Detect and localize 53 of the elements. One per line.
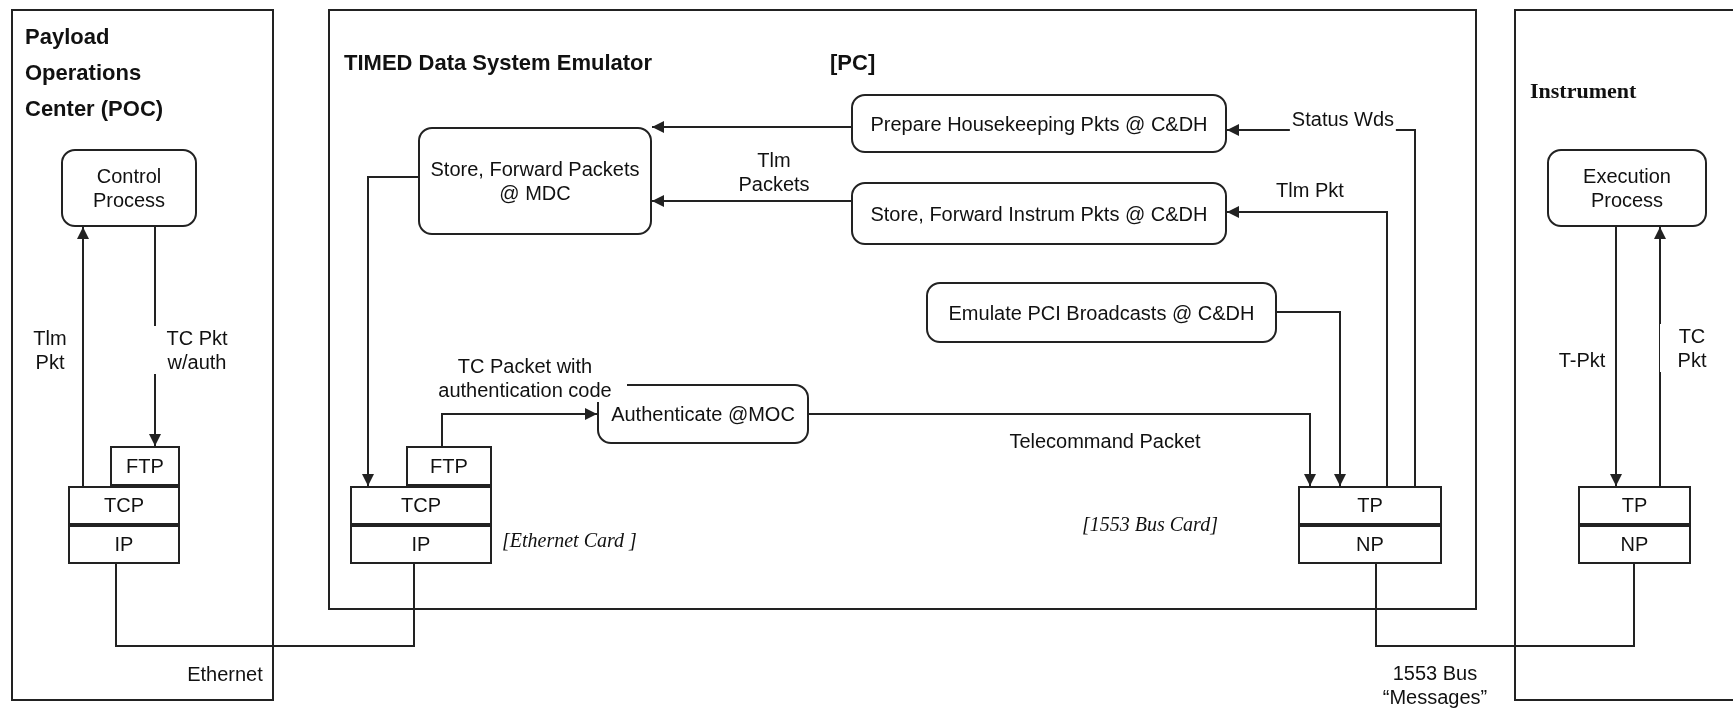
heading: Payload Operations Center (POC) [25,23,165,123]
node-label: NP [1356,533,1384,556]
node-label: IP [411,533,431,556]
container-box [328,9,1477,610]
node-label: TCP [104,494,144,517]
arrow [651,195,852,207]
process-box [61,149,197,227]
container-box [11,9,274,701]
protocol-box [1298,525,1442,564]
arrow [651,121,852,133]
arrow [77,226,89,487]
protocol-box [68,525,180,564]
arrow [441,408,598,447]
arrow [1276,311,1346,487]
arrow [362,176,419,487]
protocol-box [110,446,180,486]
protocol-box [1578,486,1691,525]
node-label: Store, Forward Instrum Pkts @ C&DH [870,201,1208,226]
protocol-box [1298,486,1442,525]
connector-line [115,563,415,647]
process-box [851,182,1227,245]
node-label: Control Process [91,164,167,212]
protocol-box [1578,525,1691,564]
process-box [1547,149,1707,227]
protocol-box [350,486,492,525]
node-label: Store, Forward Packets @ MDC [429,157,641,205]
protocol-box [350,525,492,564]
node-label: FTP [126,454,164,478]
node-label: TCP [401,494,441,517]
card-label: [1553 Bus Card] [1082,513,1218,536]
node-label: Prepare Housekeeping Pkts @ C&DH [870,111,1208,136]
heading: Instrument [1530,77,1637,105]
node-label: TP [1357,494,1383,517]
node-label: TP [1621,494,1648,517]
connector-line [1375,563,1635,647]
node-label: Authenticate @MOC [611,402,795,426]
arrow [1654,226,1666,487]
card-label: [Ethernet Card ] [502,529,637,552]
process-box [926,282,1277,343]
arrow [1610,226,1622,487]
heading: [PC] [830,49,876,77]
node-label: FTP [430,454,468,478]
node-label: IP [114,533,134,556]
arrow [1226,206,1388,487]
process-box [851,94,1227,153]
node-label: Execution Process [1582,164,1672,212]
process-box [418,127,652,235]
protocol-box [406,446,492,486]
protocol-box [68,486,180,525]
arrow [808,413,1316,487]
heading: TIMED Data System Emulator [344,49,653,77]
node-label: Emulate PCI Broadcasts @ C&DH [948,300,1255,325]
node-label: NP [1620,533,1649,556]
